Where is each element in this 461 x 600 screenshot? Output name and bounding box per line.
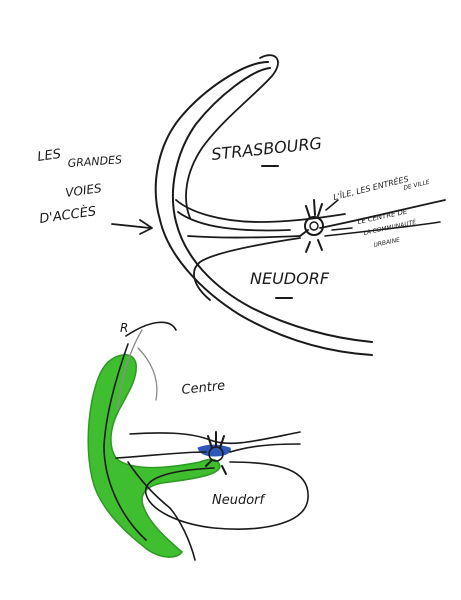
label-neudorf: NEUDORF	[250, 269, 330, 288]
label-voies: VOIES	[64, 181, 102, 200]
center-node-marks	[299, 199, 323, 253]
label-r: R	[120, 321, 128, 335]
r-curve	[125, 321, 177, 337]
upper-branch	[175, 199, 346, 223]
neudorf-loop	[144, 461, 309, 530]
label-grandes: GRANDES	[67, 153, 122, 170]
upper-branch-2	[177, 211, 291, 232]
label-centre: Centre	[181, 378, 226, 397]
grey-outer-line-2	[137, 347, 158, 401]
bottom-line-inner	[127, 461, 196, 561]
bottom-line-branch-mid	[115, 451, 207, 459]
bottom-line-spine	[103, 343, 147, 541]
note-ile-line-1: L'ÎLE, LES ENTRÉES	[332, 173, 410, 202]
note-centre-arrow	[331, 227, 353, 231]
ring-road-inner-line-2	[185, 54, 279, 219]
label-neudorf-bottom: Neudorf	[212, 493, 267, 508]
label-strasbourg: STRASBOURG	[210, 133, 322, 163]
bottom-line-east	[229, 443, 301, 453]
top-sketch	[111, 54, 446, 356]
lower-branch	[187, 235, 301, 239]
center-node-inner	[309, 221, 319, 231]
ring-road-outer-line	[154, 61, 373, 356]
note-ile-arrow	[325, 199, 339, 211]
label-dacces: D'ACCÈS	[38, 203, 97, 227]
access-arrow-shaft	[111, 223, 151, 229]
label-les: LES	[36, 147, 62, 165]
lower-branch-curve	[193, 237, 301, 301]
top-sketch-labels: LES GRANDES VOIES D'ACCÈS STRASBOURG NEU…	[36, 133, 430, 288]
east-road	[319, 199, 446, 229]
bottom-node-marks	[205, 431, 227, 475]
center-node	[304, 216, 324, 236]
green-band	[87, 354, 221, 558]
bottom-sketch-labels: R Centre Neudorf	[120, 321, 267, 508]
note-centre-line-3: URBAINE	[373, 236, 401, 248]
access-arrow-head	[139, 219, 153, 235]
grey-outer-line	[117, 329, 143, 411]
ring-road-inner-line-1	[171, 67, 373, 343]
east-road-2	[324, 221, 441, 237]
bottom-sketch	[87, 321, 309, 561]
